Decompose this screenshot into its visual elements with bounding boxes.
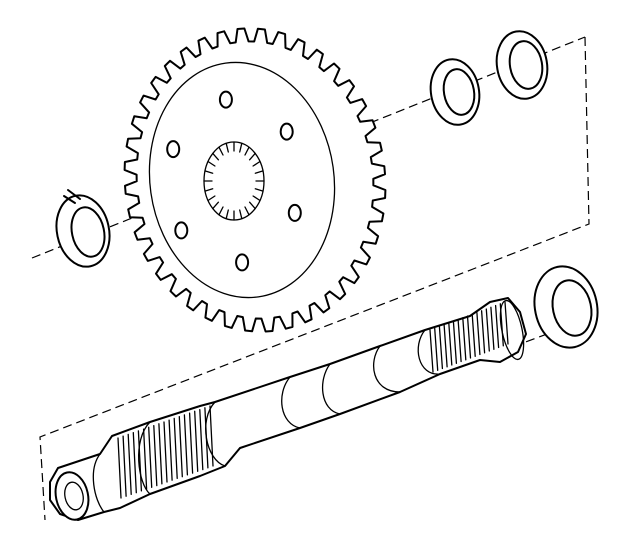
shaft-spline-line	[194, 410, 199, 472]
shaft-spline-line	[142, 428, 148, 490]
shaft-spline-line	[471, 313, 476, 357]
shaft-spline-line	[173, 417, 178, 480]
shaft-spline-line	[168, 419, 173, 481]
shaft-spline-line	[183, 414, 189, 476]
shaft-spline-line	[148, 426, 153, 488]
gear-bolt-hole	[218, 90, 233, 109]
shaft-spline-line	[178, 416, 183, 478]
shaft-spline-line	[485, 308, 490, 352]
shaft-spline-line	[438, 325, 444, 370]
shaft-spline-line	[117, 437, 122, 499]
shaft-spline-line	[153, 424, 158, 487]
shaft-spline-line	[122, 435, 127, 497]
shaft-spline-line	[466, 315, 472, 359]
shaft-spline-line	[429, 329, 434, 373]
shaft-spline-line	[452, 320, 458, 364]
output-shaft	[49, 297, 527, 521]
shaft-spline-line	[448, 322, 453, 366]
shaft-washer	[533, 265, 599, 349]
gear-bolt-hole	[235, 253, 250, 272]
gear-bolt-hole	[166, 140, 181, 159]
assembly-boundary-line	[39, 36, 590, 521]
shaft-journal-edge	[321, 363, 341, 415]
shaft-body	[49, 297, 527, 521]
snap-ring-gap	[63, 195, 76, 204]
shaft-spline-line	[199, 408, 204, 471]
shaft-spline-line	[494, 304, 500, 349]
shaft-spline-line	[127, 433, 132, 496]
gear-teeth	[123, 27, 387, 333]
shaft-spline-line	[188, 412, 194, 474]
thrust-washer-inner	[429, 58, 481, 126]
shaft-spline-end	[499, 299, 525, 361]
gear-hub-face	[148, 61, 336, 299]
shaft-spline-line	[476, 311, 481, 356]
shaft-spline-line	[137, 430, 143, 492]
gear-bore-splines	[203, 141, 265, 221]
gear-bolt-holes	[166, 90, 302, 272]
shaft-spline-line	[504, 301, 509, 345]
gear-bolt-hole	[287, 203, 302, 222]
shaft-spline-line	[132, 432, 137, 494]
gear-bolt-hole	[279, 122, 294, 141]
shaft-spline-line	[434, 327, 439, 371]
thrust-washer-outer	[495, 30, 549, 100]
shaft-spline-line	[490, 306, 495, 350]
gear-bolt-hole	[174, 221, 189, 240]
shaft-spline-line	[158, 423, 163, 485]
shaft-end-bore	[64, 481, 84, 511]
shaft-spline-line	[443, 324, 448, 368]
snap-ring	[55, 189, 111, 268]
shaft-spline-line	[480, 310, 486, 354]
shaft-spline-line	[462, 317, 467, 361]
shaft-spline-line	[457, 318, 462, 363]
gear	[123, 27, 387, 333]
shaft-spline-line	[163, 421, 168, 483]
